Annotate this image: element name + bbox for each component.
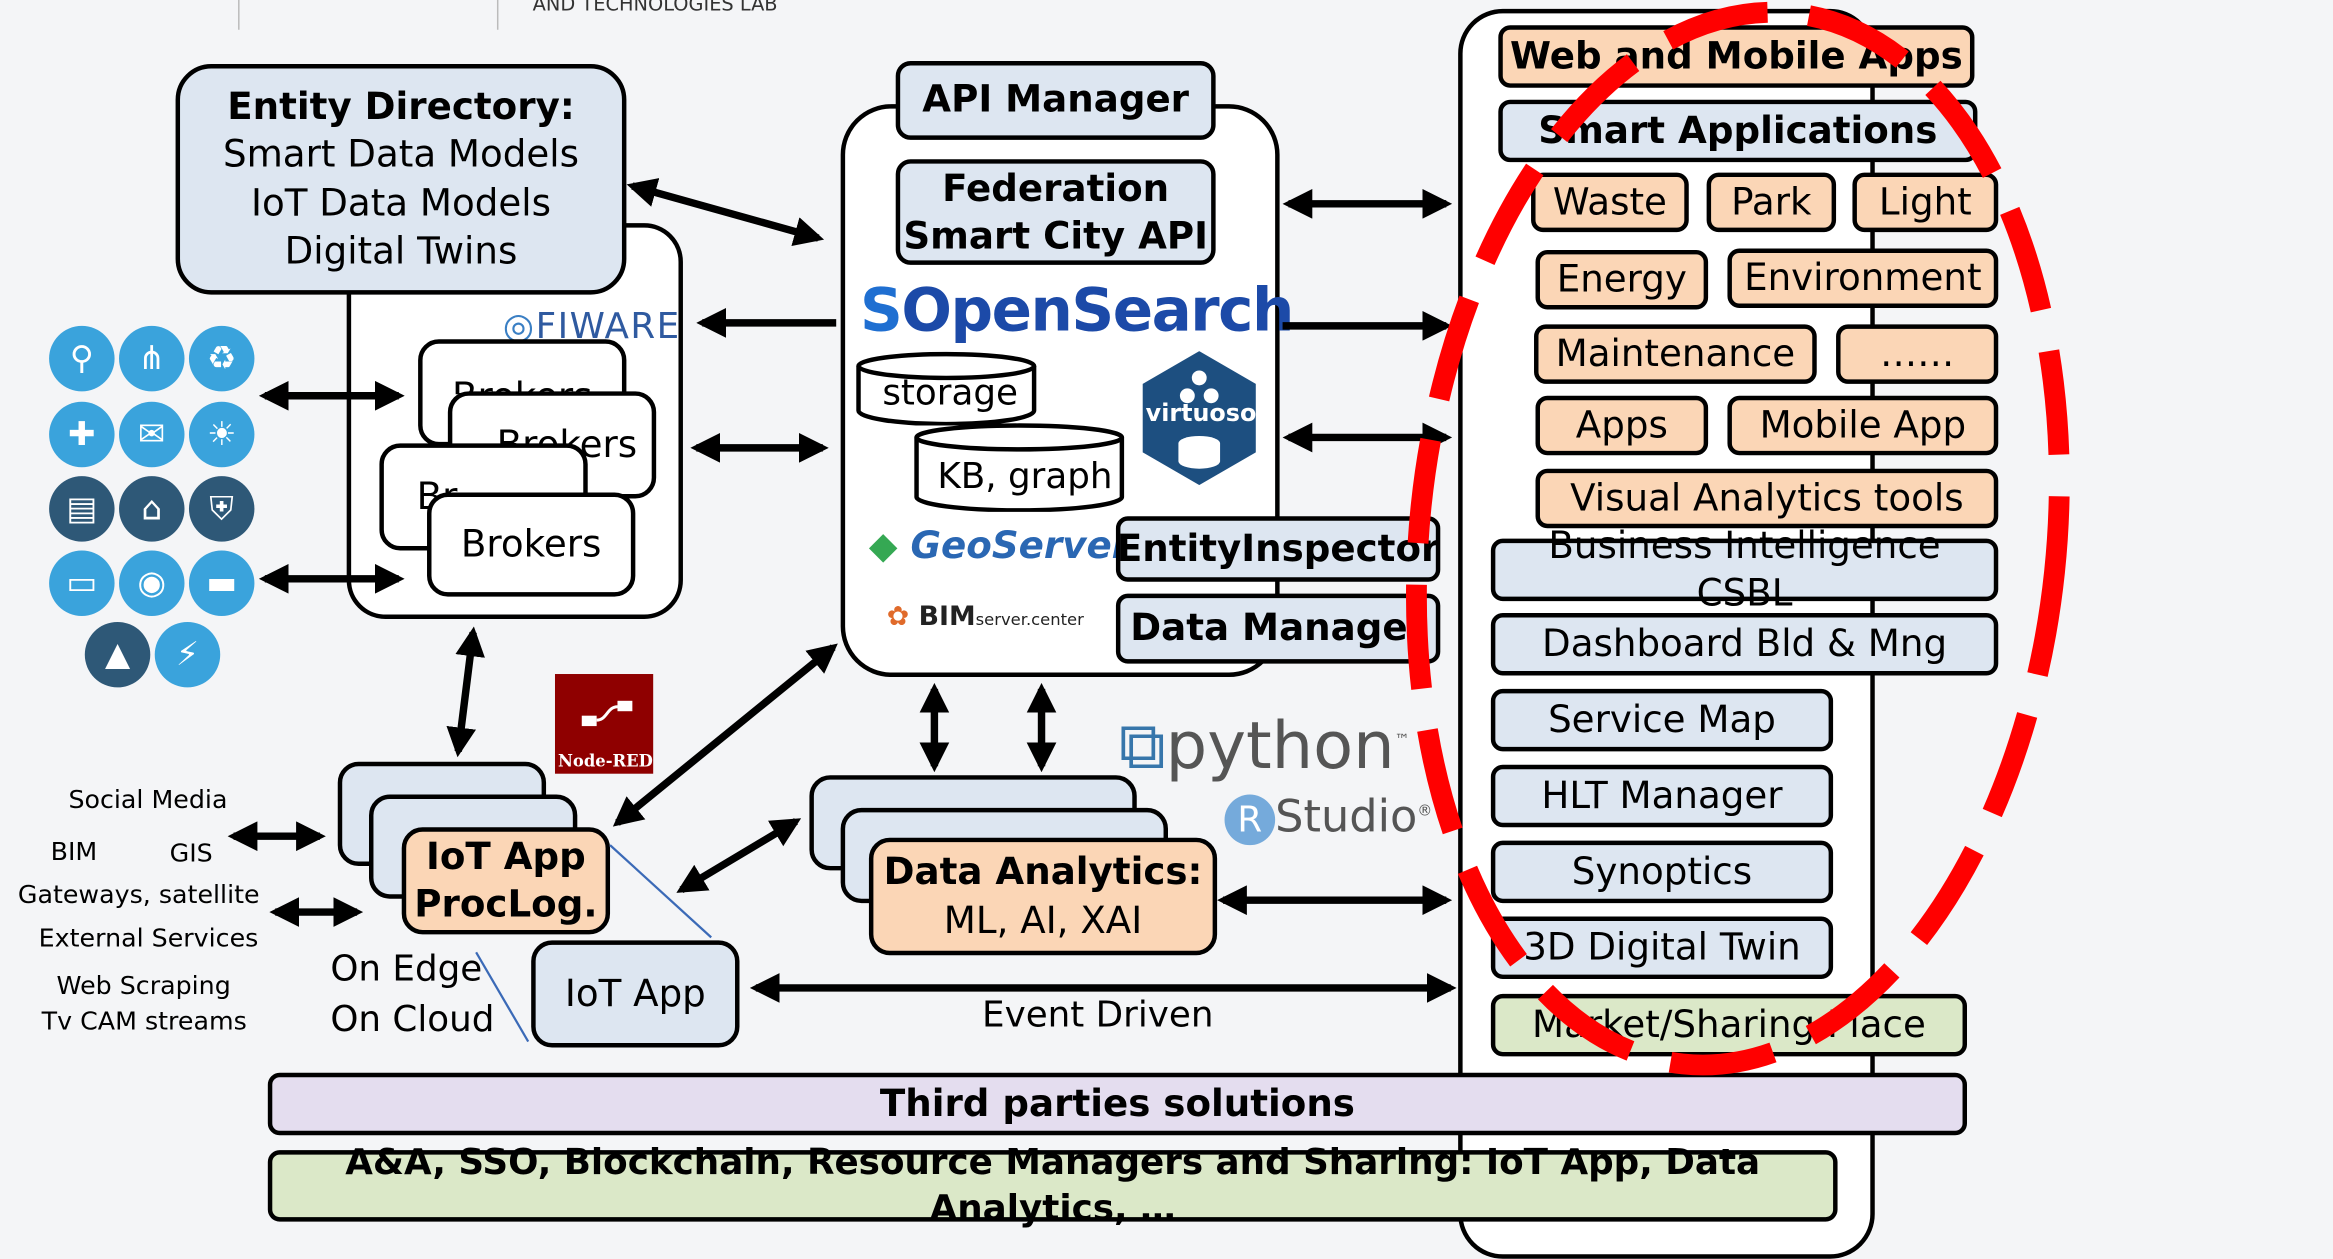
service-map-box[interactable]: Service Map: [1490, 688, 1834, 752]
medical-kit-icon: ✚: [49, 401, 115, 468]
share-icon: ⋔: [119, 325, 185, 392]
connections-layer: [227, 1, 2070, 1076]
highlight-dashed-ellipse: [1406, 1, 2070, 1076]
data-analytics-box[interactable]: Data Analytics:ML, AI, XAI: [868, 837, 1218, 956]
arrow-central-iotproc: [612, 643, 838, 827]
entity-directory-box[interactable]: Entity Directory: Smart Data Models IoT …: [175, 63, 627, 295]
rstudio-icon: R: [1224, 794, 1276, 846]
light-box[interactable]: Light: [1852, 172, 1999, 233]
source-external: External Services: [38, 923, 259, 954]
api-manager-box[interactable]: API Manager: [895, 61, 1216, 140]
entity-directory-line: Smart Data Models: [222, 132, 580, 176]
cylinder-shape: [856, 351, 1037, 426]
entity-directory-title: Entity Directory:: [227, 84, 575, 128]
arrow-entity-central: [626, 178, 825, 246]
brokers-box[interactable]: Brokers: [427, 492, 636, 597]
virtuoso-icon: [1142, 351, 1256, 486]
laptop-icon: ▭: [49, 550, 115, 616]
lightbulb-icon: ☀: [188, 401, 255, 468]
recycle-icon: ♻: [188, 325, 255, 392]
source-tvcam: Tv CAM streams: [41, 1007, 247, 1038]
geoserver-icon: ◆: [868, 523, 898, 567]
source-social-media: Social Media: [68, 785, 228, 816]
source-bim: BIM: [50, 837, 98, 868]
maintenance-box[interactable]: Maintenance: [1534, 324, 1817, 384]
python-logo: ⧉python™: [1118, 708, 1410, 785]
header-divider: [238, 0, 240, 30]
bimserver-logo: ✿ BIMserver.center: [886, 601, 1084, 633]
opensearch-logo: SOpenSearch: [860, 276, 1294, 346]
thin-connector: [475, 951, 530, 1043]
entity-directory-line: Digital Twins: [284, 229, 518, 273]
park-box[interactable]: Park: [1706, 172, 1837, 233]
apps-box[interactable]: Apps: [1535, 395, 1709, 456]
arrow-iot-analytics: [676, 818, 802, 893]
car-icon: ▬: [188, 550, 255, 616]
building-icon: ▤: [49, 476, 115, 542]
more-apps-box[interactable]: ……: [1836, 324, 1999, 384]
source-scraping: Web Scraping: [56, 971, 231, 1002]
lightning-icon: ⚡: [154, 621, 221, 688]
on-cloud-label: On Cloud: [330, 998, 495, 1041]
iot-app-box[interactable]: IoT App: [531, 940, 740, 1048]
camera-icon: ◉: [119, 550, 185, 616]
mobile-app-box[interactable]: Mobile App: [1727, 395, 1999, 456]
waste-box[interactable]: Waste: [1531, 172, 1689, 233]
entity-directory-line: IoT Data Models: [250, 180, 551, 224]
graduation-cap-icon: ▲: [84, 621, 151, 688]
on-edge-label: On Edge: [330, 947, 483, 990]
aa-sso-bar[interactable]: A&A, SSO, Blockchain, Resource Managers …: [267, 1141, 1838, 1229]
arrow-brokers-iot: [446, 626, 485, 758]
lab-header: AND TECHNOLOGIES LAB: [532, 0, 778, 17]
data-manager-box[interactable]: Data Manager: [1115, 593, 1441, 664]
third-parties-bar[interactable]: Third parties solutions: [267, 1072, 1968, 1136]
cylinder-shape: [914, 423, 1125, 512]
kb-graph-db[interactable]: KB, graph: [914, 423, 1125, 512]
faucet-icon: ⚲: [49, 325, 115, 392]
header-divider: [496, 0, 499, 30]
virtuoso-logo: virtuoso: [1140, 351, 1259, 486]
bimserver-icon: ✿: [886, 601, 910, 633]
business-intelligence-box[interactable]: Business Intelligence CSBL: [1490, 523, 1999, 615]
geoserver-logo: ◆ GeoServer: [868, 523, 1131, 567]
storage-db[interactable]: storage: [856, 351, 1038, 426]
opensearch-icon: S: [860, 276, 903, 346]
architecture-diagram: AND TECHNOLOGIES LAB Entity Directory: S…: [17, 0, 2070, 1259]
dashboard-box[interactable]: Dashboard Bld & Mng: [1490, 613, 1999, 676]
shield-icon: ⛨: [188, 476, 255, 542]
visual-analytics-box[interactable]: Visual Analytics tools: [1535, 468, 1999, 529]
python-icon: ⧉: [1118, 708, 1166, 785]
source-gis: GIS: [169, 839, 213, 869]
entity-inspector-box[interactable]: EntityInspector: [1115, 516, 1441, 582]
digital-twin-box[interactable]: 3D Digital Twin: [1490, 916, 1834, 980]
environment-box[interactable]: Environment: [1727, 248, 1999, 308]
home-icon: ⌂: [119, 476, 185, 542]
energy-box[interactable]: Energy: [1535, 249, 1709, 310]
thin-connector: [609, 844, 712, 939]
chat-icon: ✉: [119, 401, 185, 468]
synoptics-box[interactable]: Synoptics: [1490, 840, 1834, 904]
hlt-manager-box[interactable]: HLT Manager: [1490, 764, 1834, 828]
source-gateways: Gateways, satellite: [17, 880, 260, 911]
